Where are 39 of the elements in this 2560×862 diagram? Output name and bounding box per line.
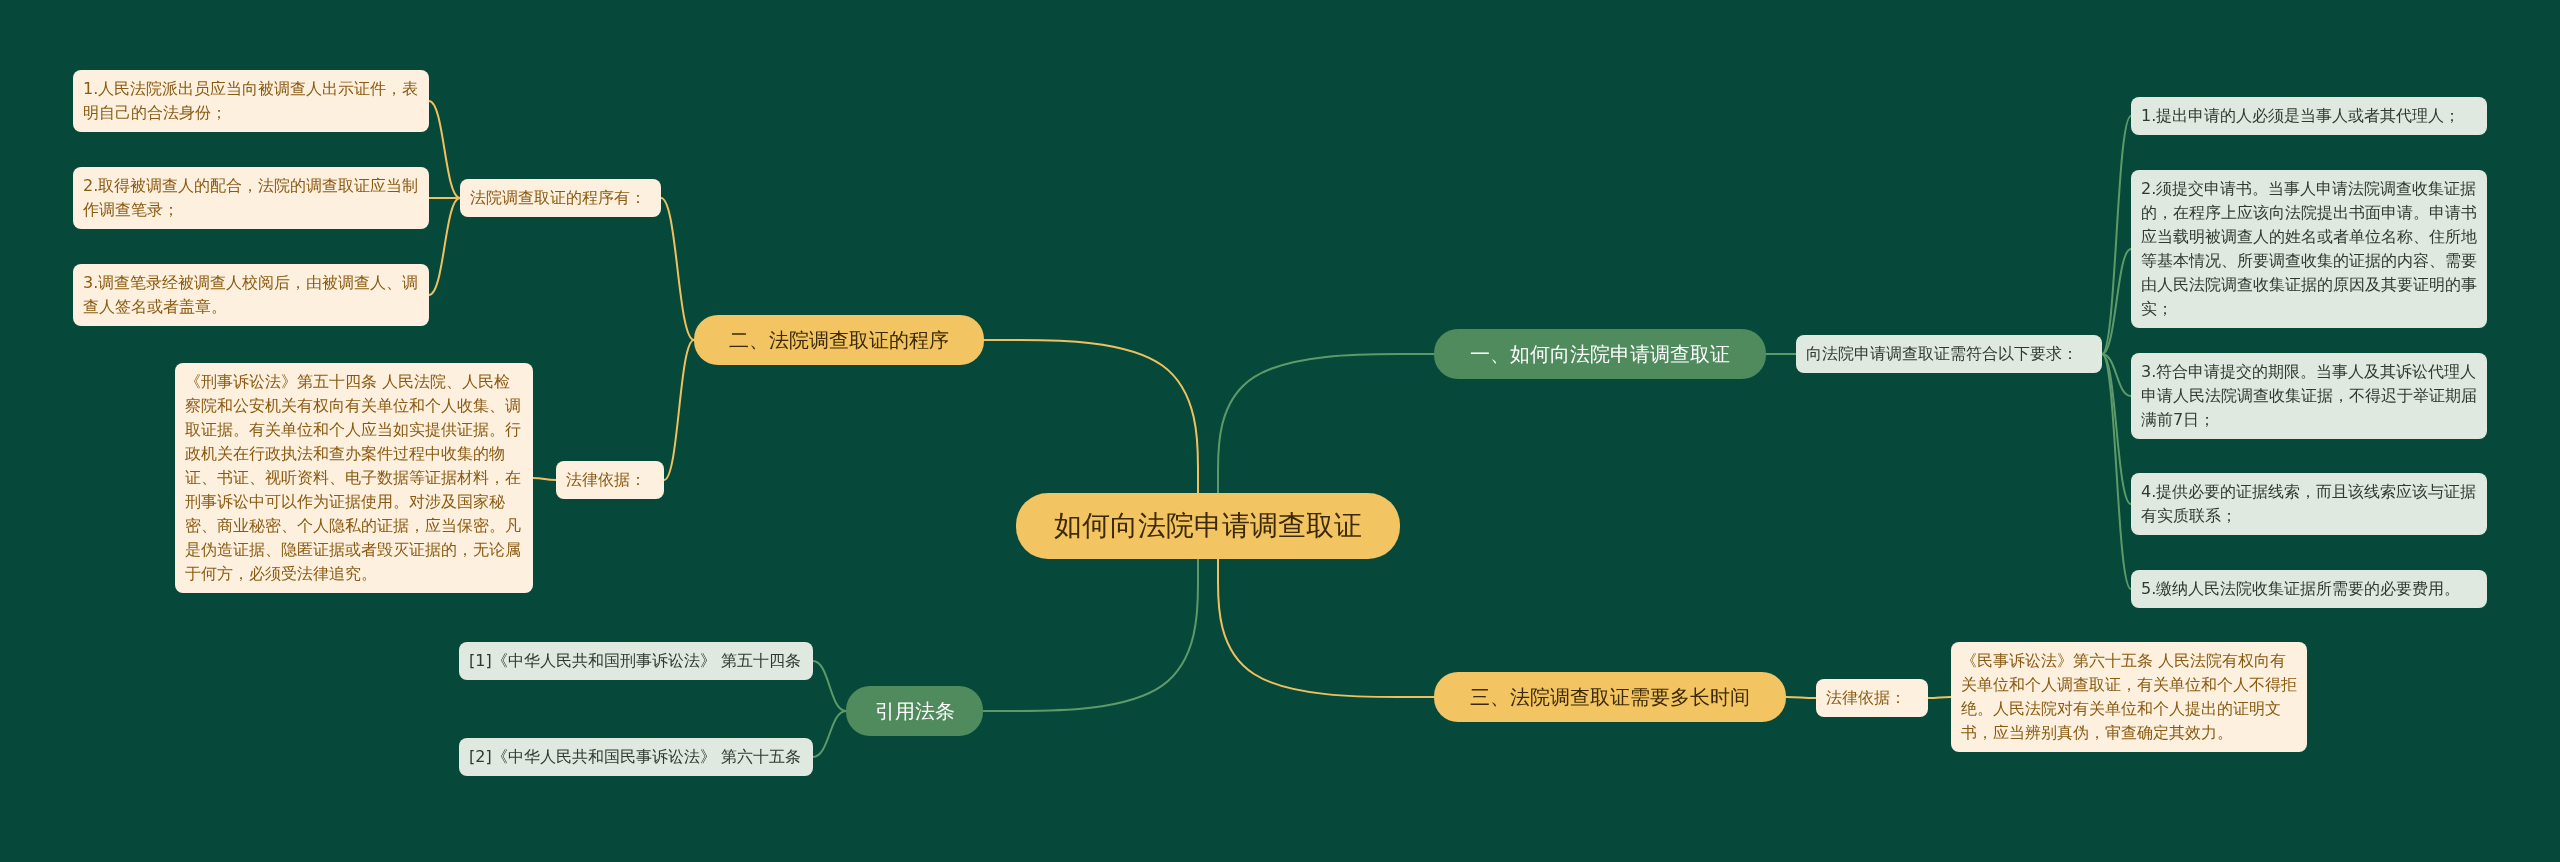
connector-line bbox=[812, 710, 847, 758]
branch-topic: 三、法院调查取证需要多长时间 bbox=[1434, 672, 1786, 722]
text-card: 2.取得被调查人的配合，法院的调查取证应当制作调查笔录； bbox=[73, 167, 429, 229]
connector-line bbox=[2101, 353, 2132, 397]
connector-line bbox=[983, 339, 1199, 494]
text-card: 3.符合申请提交的期限。当事人及其诉讼代理人申请人民法院调查收集证据，不得迟于举证期届满前7日； bbox=[2131, 353, 2487, 439]
connector-line bbox=[1785, 696, 1817, 699]
text-card: 《刑事诉讼法》第五十四条 人民法院、人民检察院和公安机关有权向有关单位和个人收集、调取证据。有关单位和个人应当如实提供证据。行政机关在行政执法和查办案件过程中收集的物证、书证、视听资料、电子数据等证据材料，在刑事诉讼中可以作为证据使用。对涉及国家秘密、商业秘密、个人隐私的证据，应当保密。凡是伪造证据、隐匿证据或者毁灭证据的，无论属于何方，必须受法律追究。 bbox=[175, 363, 533, 593]
text-card: [1]《中华人民共和国刑事诉讼法》 第五十四条 bbox=[459, 642, 813, 680]
text-card: 1.提出申请的人必须是当事人或者其代理人； bbox=[2131, 97, 2487, 135]
connector-line bbox=[1927, 696, 1952, 699]
branch-topic: 二、法院调查取证的程序 bbox=[694, 315, 984, 365]
connector-line bbox=[660, 197, 695, 341]
text-card: 法院调查取证的程序有： bbox=[460, 179, 661, 217]
text-card: 法律依据： bbox=[556, 461, 664, 499]
connector-line bbox=[532, 477, 557, 481]
text-card: 《民事诉讼法》第六十五条 人民法院有权向有关单位和个人调查取证，有关单位和个人不得拒绝。人民法院对有关单位和个人提出的证明文书，应当辨别真伪，审查确定其效力。 bbox=[1951, 642, 2307, 752]
connector-line bbox=[2101, 353, 2132, 590]
connector-line bbox=[1765, 353, 1797, 355]
text-card: [2]《中华人民共和国民事诉讼法》 第六十五条 bbox=[459, 738, 813, 776]
connector-line bbox=[663, 339, 695, 481]
text-card: 3.调查笔录经被调查人校阅后，由被调查人、调查人签名或者盖章。 bbox=[73, 264, 429, 326]
text-card: 2.须提交申请书。当事人申请法院调查收集证据的，在程序上应该向法院提出书面申请。申请书应当载明被调查人的姓名或者单位名称、住所地等基本情况、所要调查收集的证据的内容、需要由人民法院调查收集证据的原因及其要证明的事实； bbox=[2131, 170, 2487, 328]
connector-line bbox=[2101, 115, 2132, 355]
text-card: 法律依据： bbox=[1816, 679, 1928, 717]
text-card: 1.人民法院派出员应当向被调查人出示证件，表明自己的合法身份； bbox=[73, 70, 429, 132]
connector-line bbox=[1217, 558, 1435, 698]
text-card: 4.提供必要的证据线索，而且该线索应该与证据有实质联系； bbox=[2131, 473, 2487, 535]
connector-line bbox=[428, 100, 461, 199]
central-topic: 如何向法院申请调查取证 bbox=[1016, 493, 1400, 559]
connector-line bbox=[812, 660, 847, 712]
branch-topic: 一、如何向法院申请调查取证 bbox=[1434, 329, 1766, 379]
connector-line bbox=[982, 558, 1199, 712]
branch-topic: 引用法条 bbox=[846, 686, 983, 736]
text-card: 向法院申请调查取证需符合以下要求： bbox=[1796, 335, 2102, 373]
connector-line bbox=[2101, 248, 2132, 355]
connector-line bbox=[428, 197, 461, 296]
text-card: 5.缴纳人民法院收集证据所需要的必要费用。 bbox=[2131, 570, 2487, 608]
connector-line bbox=[1217, 353, 1435, 494]
